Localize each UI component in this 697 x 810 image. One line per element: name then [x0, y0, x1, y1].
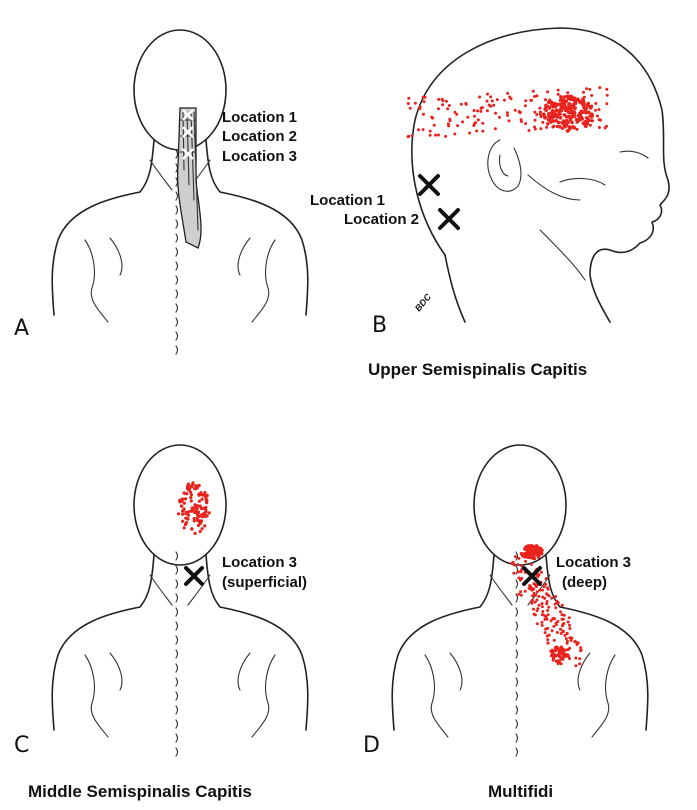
spine-c — [175, 551, 179, 757]
label-c-location-3: Location 3 — [222, 554, 297, 571]
label-c-superficial: (superficial) — [222, 574, 307, 591]
panel-letter-b: B — [372, 313, 387, 338]
panel-letter-c: C — [14, 733, 29, 758]
x-marker-location-1 — [418, 174, 440, 196]
referred-pain-cluster-c — [176, 481, 211, 536]
artist-signature: BDC — [413, 292, 434, 314]
label-a-location-1: Location 1 — [222, 109, 297, 126]
panel-c: Location 3 (superficial) C Middle Semisp… — [14, 444, 309, 801]
label-a-location-3: Location 3 — [222, 148, 297, 165]
panel-letter-d: D — [363, 733, 380, 758]
label-d-deep: (deep) — [562, 574, 607, 591]
panel-d: Location 3 (deep) D Multifidi — [363, 444, 649, 801]
x-marker-location-2 — [182, 126, 194, 138]
x-marker-location-2 — [438, 208, 460, 230]
panel-b: Location 1 Location 2 BDC B Upper Semisp… — [310, 27, 670, 379]
label-b-location-1: Location 1 — [310, 192, 385, 209]
label-a-location-2: Location 2 — [222, 128, 297, 145]
back-figure-c — [51, 444, 309, 738]
caption-middle-semispinalis: Middle Semispinalis Capitis — [28, 782, 252, 801]
x-marker-location-3 — [182, 148, 194, 160]
panel-a: Location 1 Location 2 Location 3 A — [14, 29, 309, 355]
referred-pain-band-b — [406, 86, 609, 139]
side-head-figure — [411, 27, 670, 323]
referred-pain-region-d — [510, 544, 583, 668]
x-marker-location-3 — [184, 566, 204, 586]
caption-upper-semispinalis: Upper Semispinalis Capitis — [368, 360, 587, 379]
panel-letter-a: A — [14, 316, 29, 341]
spine-d — [515, 551, 519, 757]
caption-multifidi: Multifidi — [488, 782, 553, 801]
x-marker-location-3 — [522, 566, 542, 586]
label-d-location-3: Location 3 — [556, 554, 631, 571]
label-b-location-2: Location 2 — [344, 211, 419, 228]
x-marker-location-1 — [182, 109, 194, 121]
